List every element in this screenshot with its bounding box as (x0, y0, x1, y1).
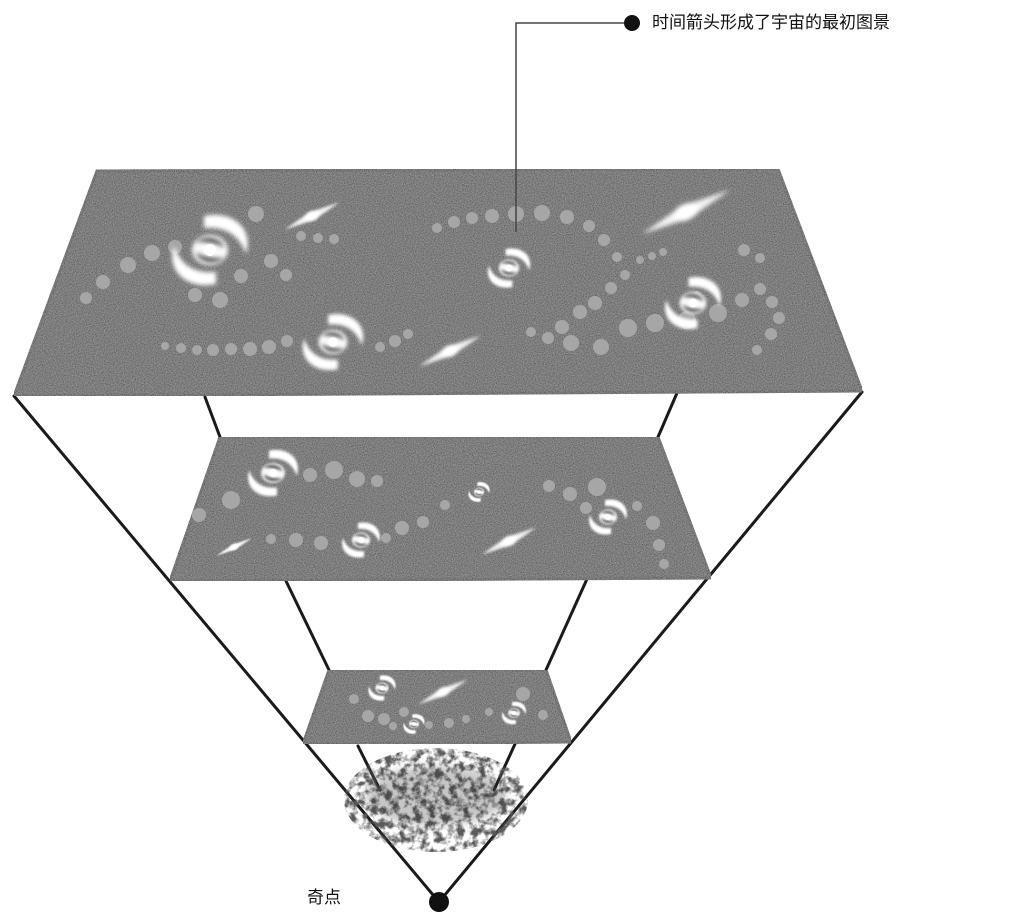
universe-layer-bottom (300, 668, 574, 746)
star-cluster-trail (80, 205, 785, 356)
singularity-dot-icon (429, 892, 449, 912)
singularity-label: 奇点 (307, 888, 341, 908)
arrow-of-time-label: 时间箭头形成了宇宙的最初图景 (652, 13, 890, 33)
annotation-dot-icon (624, 15, 640, 31)
star-cluster-trail (349, 687, 548, 730)
universe-slab-top (11, 167, 865, 398)
universe-slab-middle (167, 435, 714, 583)
universe-layer-top (11, 167, 865, 398)
universe-layer-middle (167, 435, 714, 583)
primordial-cloud (344, 748, 528, 852)
annotation-leader-line (515, 22, 631, 232)
star-cluster-trail (192, 461, 669, 569)
universe-slab-bottom (300, 668, 574, 746)
